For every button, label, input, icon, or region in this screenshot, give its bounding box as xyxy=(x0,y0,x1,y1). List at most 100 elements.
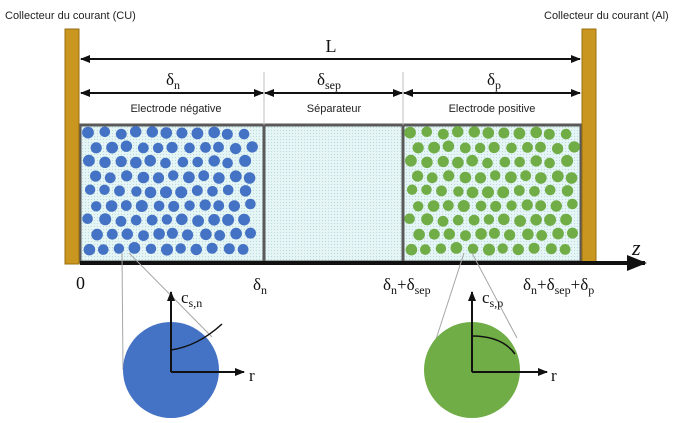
negative-active-particle xyxy=(184,142,195,154)
positive-active-particle xyxy=(490,200,502,212)
negative-active-particle xyxy=(138,230,149,242)
positive-active-particle xyxy=(504,229,516,241)
negative-active-particle xyxy=(144,186,157,199)
negative-thickness-label: δn xyxy=(166,70,180,92)
positive-concentration-curve xyxy=(471,335,516,355)
positive-active-particle xyxy=(453,186,464,197)
negative-active-particle xyxy=(222,213,235,226)
positive-active-particle xyxy=(567,198,578,210)
negative-active-particle xyxy=(166,227,178,239)
positive-active-particle xyxy=(568,141,580,153)
negative-active-particle xyxy=(228,200,240,212)
positive-active-particle xyxy=(522,228,534,241)
positive-active-particle xyxy=(436,185,447,197)
negative-active-particle xyxy=(222,157,233,169)
positive-active-particle xyxy=(536,230,548,241)
positive-active-particle xyxy=(413,201,424,212)
negative-active-particle xyxy=(237,244,249,255)
negative-active-particle xyxy=(114,185,125,197)
negative-active-particle xyxy=(84,184,96,195)
positive-active-particle xyxy=(544,213,557,226)
negative-active-particle xyxy=(106,228,118,240)
negative-active-particle xyxy=(121,228,133,240)
negative-active-particle xyxy=(144,154,156,167)
positive-active-particle xyxy=(521,199,533,211)
positive-active-particle xyxy=(421,213,434,226)
negative-active-particle xyxy=(98,244,109,255)
right-collector-label: Collecteur du courant (Al) xyxy=(544,10,669,22)
negative-active-particle xyxy=(161,214,173,225)
positive-active-particle xyxy=(559,244,571,255)
negative-active-particle xyxy=(245,227,256,239)
positive-active-particle xyxy=(497,243,508,254)
negative-active-particle xyxy=(113,243,125,254)
positive-active-particle xyxy=(535,200,547,212)
positive-active-particle xyxy=(530,126,542,139)
positive-active-particle xyxy=(505,171,517,184)
positive-zoom-line-right xyxy=(471,252,518,339)
positive-active-particle xyxy=(468,214,480,226)
negative-active-particle xyxy=(208,126,220,139)
negative-active-particle xyxy=(238,128,250,140)
positive-active-particle xyxy=(437,155,449,168)
positive-active-particle xyxy=(561,154,574,167)
positive-active-particle xyxy=(482,157,493,169)
negative-active-particle xyxy=(200,228,212,241)
z-axis-label: z xyxy=(631,235,641,260)
positive-active-particle xyxy=(413,228,425,241)
positive-active-particle xyxy=(435,243,447,254)
positive-active-particle xyxy=(457,200,470,212)
negative-active-particle xyxy=(230,227,242,240)
positive-active-particle xyxy=(506,142,517,154)
negative-active-particle xyxy=(152,142,164,154)
positive-active-particle xyxy=(405,243,418,256)
right-current-collector xyxy=(581,28,597,265)
negative-concentration-curve xyxy=(170,323,223,351)
positive-active-particle xyxy=(514,156,525,168)
negative-active-particle xyxy=(177,156,189,168)
positive-active-particle xyxy=(552,143,564,155)
negative-particles-cluster xyxy=(82,126,258,256)
positive-active-particle xyxy=(543,128,555,140)
negative-active-particle xyxy=(166,141,178,154)
negative-active-particle xyxy=(130,126,142,138)
negative-active-particle xyxy=(223,243,235,255)
negative-active-particle xyxy=(105,200,118,212)
positive-active-particle xyxy=(560,128,572,140)
tick-delta-total: δn+δsep+δp xyxy=(523,275,594,297)
negative-active-particle xyxy=(214,230,226,241)
negative-active-particle xyxy=(90,142,102,154)
negative-active-particle xyxy=(153,200,165,212)
negative-active-particle xyxy=(221,128,233,140)
negative-r-label: r xyxy=(249,366,255,385)
negative-active-particle xyxy=(146,126,158,138)
negative-active-particle xyxy=(198,170,210,182)
negative-active-particle xyxy=(153,228,165,240)
negative-active-particle xyxy=(83,154,95,167)
negative-active-particle xyxy=(91,201,102,212)
negative-active-particle xyxy=(168,200,180,212)
length-label: L xyxy=(326,36,337,56)
negative-active-particle xyxy=(184,200,195,211)
negative-active-particle xyxy=(160,186,172,199)
negative-active-particle xyxy=(246,141,258,153)
positive-active-particle xyxy=(466,186,479,199)
left-collector-label: Collecteur du courant (CU) xyxy=(5,10,136,22)
positive-active-particle xyxy=(545,243,557,255)
negative-active-particle xyxy=(208,155,220,167)
negative-active-particle xyxy=(99,156,111,168)
positive-active-particle xyxy=(412,170,424,182)
separator-region xyxy=(262,123,405,264)
positive-active-particle xyxy=(468,126,480,138)
negative-active-particle xyxy=(229,170,242,183)
positive-active-particle xyxy=(560,213,572,226)
separator-label: Séparateur xyxy=(307,103,362,115)
positive-active-particle xyxy=(474,172,487,184)
positive-active-particle xyxy=(404,213,415,224)
positive-active-particle xyxy=(406,184,418,195)
negative-active-particle xyxy=(131,186,142,197)
negative-active-particle xyxy=(176,127,188,139)
positive-active-particle xyxy=(483,214,495,225)
positive-active-particle xyxy=(522,142,533,153)
